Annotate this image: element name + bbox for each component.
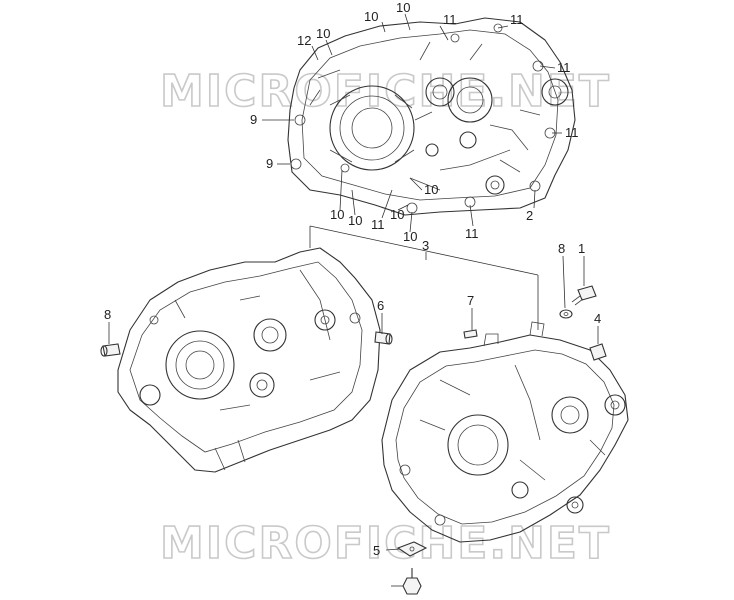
callout-11: 11 bbox=[557, 60, 571, 75]
callout-3: 8 bbox=[558, 241, 565, 256]
callout-12: 12 bbox=[297, 33, 311, 48]
callout-10: 10 bbox=[330, 207, 344, 222]
dowel-pin-right bbox=[374, 331, 393, 345]
watermark-top: MICROFICHE.NET bbox=[160, 66, 611, 117]
crankcase-inner-view bbox=[287, 17, 576, 216]
callout-10: 10 bbox=[316, 26, 330, 41]
callout-7: 4 bbox=[594, 311, 601, 326]
callout-10: 2 bbox=[526, 208, 533, 223]
callout-9: 9 bbox=[250, 112, 257, 127]
callout-10: 10 bbox=[390, 207, 404, 222]
callout-10: 10 bbox=[396, 0, 410, 15]
callout-11: 11 bbox=[465, 226, 479, 241]
crankcase-left-half bbox=[117, 247, 381, 473]
callout-10: 10 bbox=[348, 213, 362, 228]
callout-8: 8 bbox=[104, 307, 111, 322]
callout-10: 10 bbox=[403, 229, 417, 244]
crankcase-right-half bbox=[381, 321, 629, 543]
callout-11: 11 bbox=[443, 12, 457, 27]
callout-8: 6 bbox=[377, 298, 384, 313]
callout-11: 11 bbox=[371, 217, 385, 232]
callout-1: 3 bbox=[422, 238, 429, 253]
callout-11: 11 bbox=[565, 125, 579, 140]
callout-10: 10 bbox=[364, 9, 378, 24]
callout-labels: 10 10 11 11 12 10 11 9 11 9 10 10 10 11 … bbox=[104, 0, 601, 558]
bolt-2 bbox=[571, 256, 597, 306]
callout-9: 9 bbox=[266, 156, 273, 171]
callout-6: 7 bbox=[467, 293, 474, 308]
callout-11: 11 bbox=[510, 12, 524, 27]
assembly-bracket bbox=[309, 225, 539, 330]
top-leaders bbox=[262, 13, 562, 233]
plug-7 bbox=[589, 326, 607, 361]
watermark-bottom: MICROFICHE.NET bbox=[160, 518, 611, 569]
plate-4 bbox=[385, 541, 428, 557]
callout-10: 10 bbox=[424, 182, 438, 197]
callout-4: 5 bbox=[373, 543, 380, 558]
bolt-5 bbox=[391, 568, 422, 595]
dowel-pin-left bbox=[100, 343, 121, 357]
washer-3 bbox=[559, 255, 573, 319]
pin-6 bbox=[463, 308, 478, 339]
callout-2: 1 bbox=[578, 241, 585, 256]
